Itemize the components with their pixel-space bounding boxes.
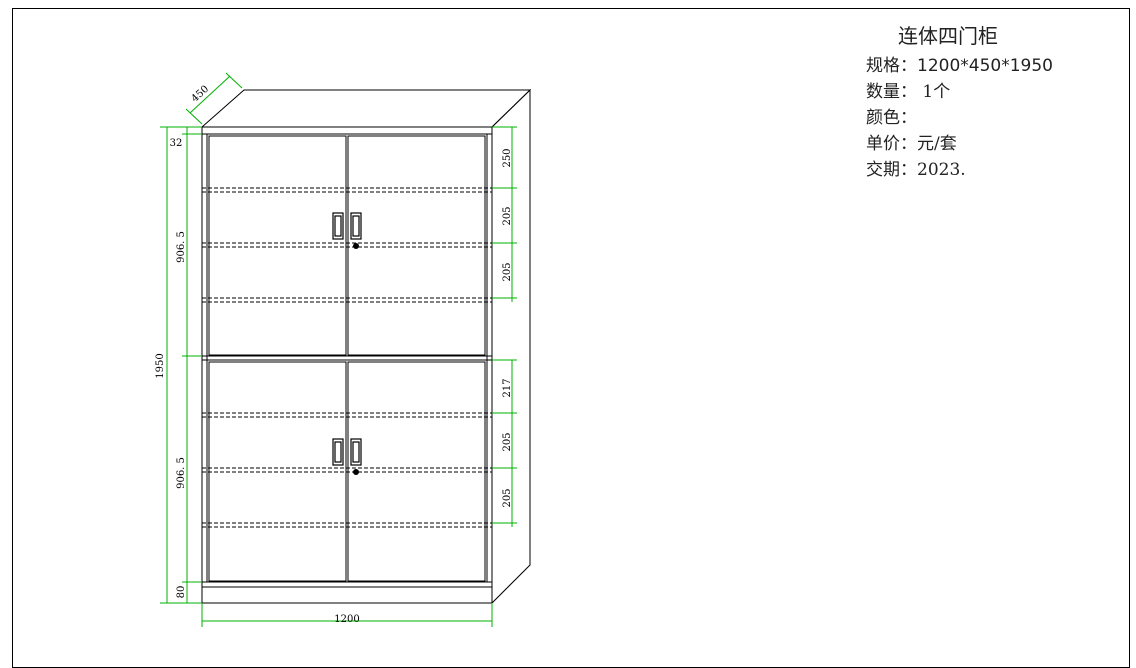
dim-lower-section: 906. 5	[176, 457, 187, 489]
upper-left-door	[208, 135, 347, 356]
spec-price-label: 单价：	[866, 134, 917, 154]
dim-width: 1200	[334, 614, 359, 625]
spec-color-label: 颜色：	[866, 108, 917, 128]
dim-lower-shelf-3: 205	[502, 488, 513, 507]
handles	[332, 212, 362, 466]
cabinet-front	[201, 126, 493, 604]
spec-date-label: 交期：	[866, 160, 917, 180]
cabinet-top-surface	[200, 89, 532, 128]
lower-lock-icon	[353, 469, 359, 475]
spec-price-row: 单价：元/套	[866, 129, 957, 154]
upper-right-handle-icon	[350, 212, 362, 240]
upper-right-door	[347, 135, 486, 356]
dim-upper-section: 906. 5	[176, 231, 187, 263]
spec-size-label: 规格：	[866, 56, 917, 76]
shelves	[202, 187, 492, 528]
cabinet-outline	[200, 88, 532, 605]
dim-top-gap: 32	[170, 138, 183, 149]
lower-left-handle-icon	[332, 438, 344, 466]
dimension-lines	[160, 72, 517, 627]
spec-size-value: 1200*450*1950	[917, 56, 1053, 76]
dim-upper-shelf-3: 205	[502, 262, 513, 281]
spec-date-value: 2023.	[917, 160, 966, 180]
upper-lock-icon	[353, 243, 359, 249]
dim-upper-shelf-1: 250	[502, 148, 513, 167]
dim-upper-shelf-2: 205	[502, 206, 513, 225]
dim-lower-shelf-1: 217	[502, 378, 513, 397]
product-title: 连体四门柜	[898, 24, 998, 48]
lower-right-door	[347, 361, 486, 582]
spec-date-row: 交期：2023.	[866, 155, 966, 180]
spec-size-row: 规格：1200*450*1950	[866, 51, 1053, 76]
dim-depth: 450	[190, 84, 212, 105]
spec-qty-label: 数量：	[866, 82, 917, 102]
lower-right-handle-icon	[350, 438, 362, 466]
spec-color-row: 颜色：	[866, 103, 917, 128]
dim-total-height: 1950	[155, 353, 166, 378]
spec-qty-row: 数量： 1个	[866, 77, 950, 102]
dim-lower-shelf-2: 205	[502, 432, 513, 451]
spec-qty-value: 1个	[922, 82, 951, 102]
dim-base-height: 80	[176, 586, 187, 599]
upper-left-handle-icon	[332, 212, 344, 240]
spec-price-value: 元/套	[917, 134, 957, 154]
